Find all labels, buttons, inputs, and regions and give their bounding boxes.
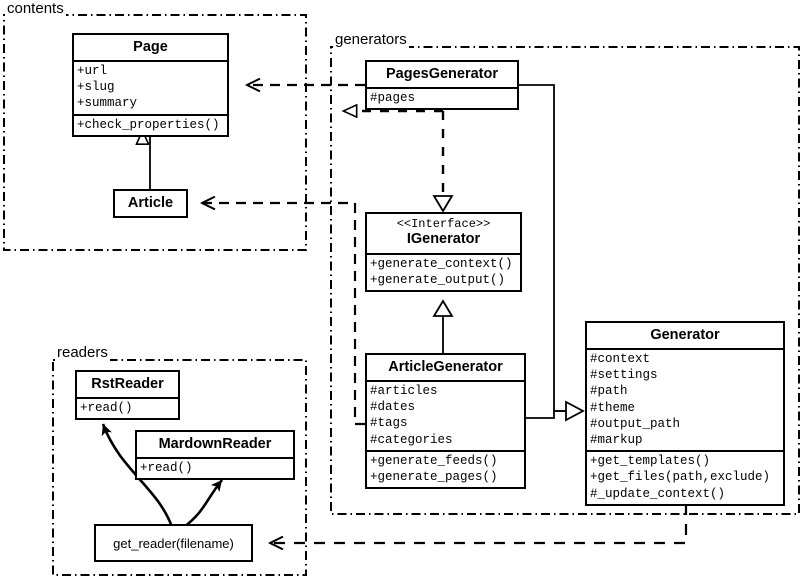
- class-box-rstreader[interactable]: RstReader +read(): [75, 370, 180, 421]
- class-stereotype-igenerator: <<Interface>>: [396, 217, 491, 231]
- method-row: #_update_context(): [590, 486, 726, 501]
- attribute-row: #dates: [370, 400, 416, 415]
- class-box-pagesgenerator[interactable]: PagesGenerator #pages: [365, 60, 519, 111]
- attribute-row: #theme: [590, 400, 636, 415]
- method-row: +read(): [140, 461, 193, 475]
- method-row: +generate_output(): [370, 273, 506, 288]
- attributes-compartment-articlegenerator: #articles #dates #tags #categories: [367, 382, 524, 450]
- class-box-generator[interactable]: Generator #context #settings #path #them…: [585, 321, 785, 506]
- methods-compartment-igenerator: +generate_context() +generate_output(): [367, 255, 520, 290]
- edge-pagesgenerator-to-generator: [519, 84, 585, 422]
- edge-articlegenerator-to-article: [202, 203, 365, 426]
- function-label-get-reader: get_reader(filename): [113, 535, 234, 551]
- compartment-separator: [137, 457, 293, 459]
- methods-compartment-generator: +get_templates() +get_files(path,exclude…: [587, 452, 783, 504]
- method-row: +generate_feeds(): [370, 453, 498, 468]
- attributes-compartment-pagesgenerator: #pages: [367, 89, 517, 108]
- methods-compartment-rstreader: +read(): [77, 399, 178, 418]
- attribute-row: #path: [590, 384, 628, 399]
- attribute-row: #articles: [370, 384, 438, 398]
- methods-compartment-mardownreader: +read(): [137, 459, 293, 478]
- methods-compartment-page: +check_properties(): [74, 116, 227, 135]
- attribute-row: #output_path: [590, 416, 681, 431]
- method-row: +get_templates(): [590, 454, 711, 469]
- compartment-separator: [77, 397, 178, 399]
- attribute-row: #categories: [370, 432, 453, 447]
- attribute-row: +url: [77, 64, 108, 78]
- attribute-row: #pages: [370, 91, 416, 105]
- compartment-separator: [367, 449, 524, 452]
- class-box-igenerator[interactable]: <<Interface>> IGenerator +generate_conte…: [365, 212, 522, 293]
- attribute-row: #markup: [590, 433, 643, 448]
- class-box-mardownreader[interactable]: MardownReader +read(): [135, 430, 295, 481]
- methods-compartment-articlegenerator: +generate_feeds() +generate_pages(): [367, 452, 524, 487]
- class-title-articlegenerator: ArticleGenerator: [388, 359, 503, 375]
- class-box-articlegenerator[interactable]: ArticleGenerator #articles #dates #tags …: [365, 353, 526, 490]
- class-title-page: Page: [133, 39, 168, 55]
- edge-articlegenerator-to-generator: [526, 410, 566, 419]
- compartment-separator: [367, 87, 517, 89]
- package-border-contents: [3, 14, 307, 251]
- method-row: +read(): [80, 401, 133, 415]
- compartment-separator: [74, 113, 227, 116]
- class-title-rstreader: RstReader: [91, 376, 164, 392]
- attribute-row: +summary: [77, 96, 138, 111]
- class-box-page[interactable]: Page +url +slug +summary +check_properti…: [72, 33, 229, 137]
- class-title-mardownreader: MardownReader: [158, 436, 272, 452]
- class-title-igenerator: IGenerator: [406, 231, 481, 247]
- method-row: +generate_pages(): [370, 470, 498, 485]
- method-row: +get_files(path,exclude): [590, 470, 771, 485]
- package-label-readers: readers: [55, 344, 110, 361]
- class-title-article: Article: [127, 195, 174, 211]
- package-label-contents: contents: [5, 0, 66, 17]
- attribute-row: +slug: [77, 80, 115, 95]
- edge-generator-to-getreader: [270, 504, 688, 543]
- edge-getreader-to-mardownreader: [183, 479, 224, 529]
- package-label-generators: generators: [333, 31, 409, 48]
- edge-articlegenerator-to-igenerator: [432, 299, 454, 354]
- method-row: +generate_context(): [370, 257, 513, 271]
- class-title-generator: Generator: [650, 327, 720, 343]
- edge-pagesgen-igen-visual: [432, 111, 454, 213]
- package-border-readers: [52, 359, 307, 576]
- attribute-row: #context: [590, 352, 651, 366]
- function-box-get-reader[interactable]: get_reader(filename): [94, 524, 253, 562]
- attribute-row: #tags: [370, 416, 408, 431]
- compartment-separator: [367, 253, 520, 255]
- attribute-row: #settings: [590, 368, 658, 383]
- attributes-compartment-page: +url +slug +summary: [74, 62, 227, 114]
- compartment-separator: [587, 348, 783, 350]
- compartment-separator: [367, 380, 524, 382]
- compartment-separator: [587, 450, 783, 453]
- class-box-article[interactable]: Article: [113, 189, 188, 218]
- class-title-pagesgenerator: PagesGenerator: [385, 66, 499, 82]
- attributes-compartment-generator: #context #settings #path #theme #output_…: [587, 350, 783, 450]
- method-row: +check_properties(): [77, 117, 220, 132]
- package-border-generators: [330, 46, 800, 515]
- compartment-separator: [74, 60, 227, 62]
